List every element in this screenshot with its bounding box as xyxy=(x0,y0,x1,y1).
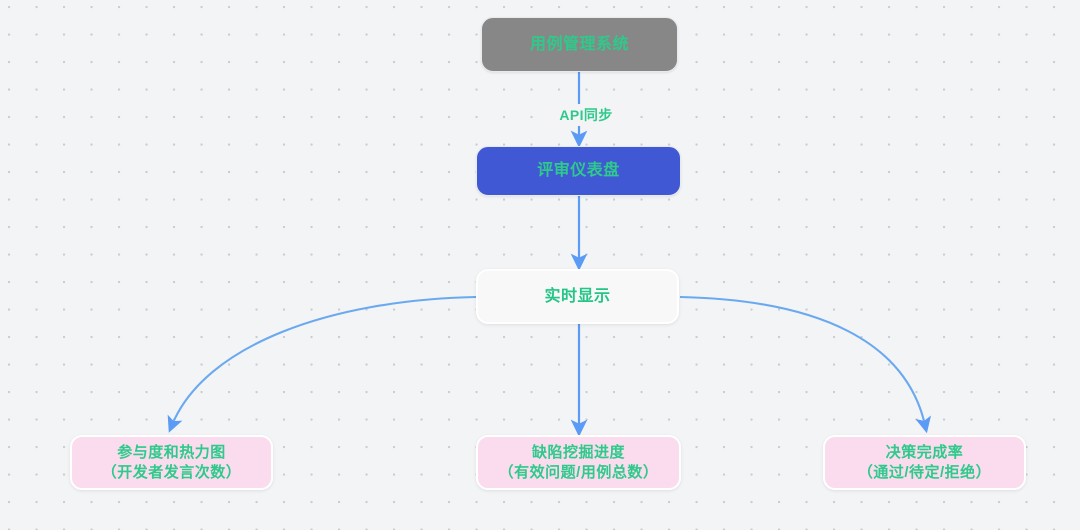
node-realtime-display[interactable]: 实时显示 xyxy=(476,269,679,324)
node-engagement-heatmap[interactable]: 参与度和热力图 （开发者发言次数） xyxy=(70,435,273,490)
node-defect-discovery-progress[interactable]: 缺陷挖掘进度 （有效问题/用例总数） xyxy=(476,435,681,490)
node-label: 实时显示 xyxy=(544,287,611,305)
edge-realtime-to-engagement xyxy=(167,295,477,433)
node-decision-completion-rate[interactable]: 决策完成率 （通过/待定/拒绝） xyxy=(823,435,1026,490)
node-label-secondary: （开发者发言次数） xyxy=(101,463,242,481)
node-label-primary: 决策完成率 xyxy=(885,443,964,461)
node-label-secondary: （有效问题/用例总数） xyxy=(498,463,659,481)
edge-realtime-to-decision xyxy=(679,295,931,434)
edge-label-api-sync: API同步 xyxy=(546,104,626,126)
node-use-case-management-system[interactable]: 用例管理系统 xyxy=(481,17,678,72)
node-label: 评审仪表盘 xyxy=(537,162,620,180)
node-label-primary: 参与度和热力图 xyxy=(117,443,226,461)
node-label-primary: 缺陷挖掘进度 xyxy=(531,443,625,461)
node-label: 用例管理系统 xyxy=(529,35,629,53)
node-review-dashboard[interactable]: 评审仪表盘 xyxy=(476,146,681,196)
node-label-secondary: （通过/待定/拒绝） xyxy=(857,463,992,481)
